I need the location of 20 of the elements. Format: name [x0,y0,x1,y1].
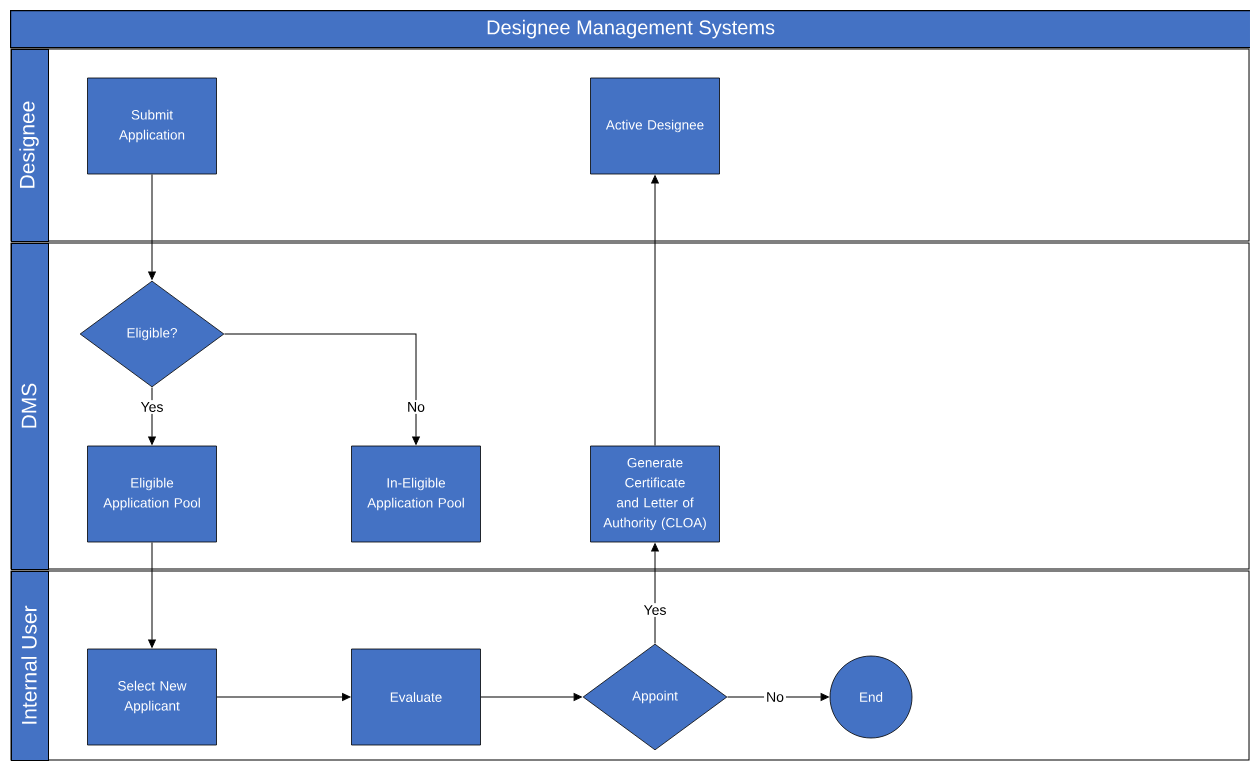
arrow [651,175,659,447]
arrow [216,693,351,701]
arrow [223,333,420,445]
process-box: Eligible Application Pool [87,445,217,543]
arrow [148,173,156,280]
edge-label: Yes [138,400,166,414]
process-box: Submit Application [87,77,217,175]
arrow [726,693,829,701]
arrow [148,541,156,648]
arrow [651,543,659,645]
process-box: Generate Certificate and Letter of Authority (CLOA) [590,445,720,543]
process-box: Active Designee [590,77,720,175]
arrow [148,386,156,445]
arrow [480,693,582,701]
process-box: Select New Applicant [87,648,217,746]
edge-label: No [405,400,427,414]
process-box: Evaluate [351,648,481,746]
edge-label: Yes [641,603,669,617]
edge-label: No [764,690,786,704]
process-box: In-Eligible Application Pool [351,445,481,543]
